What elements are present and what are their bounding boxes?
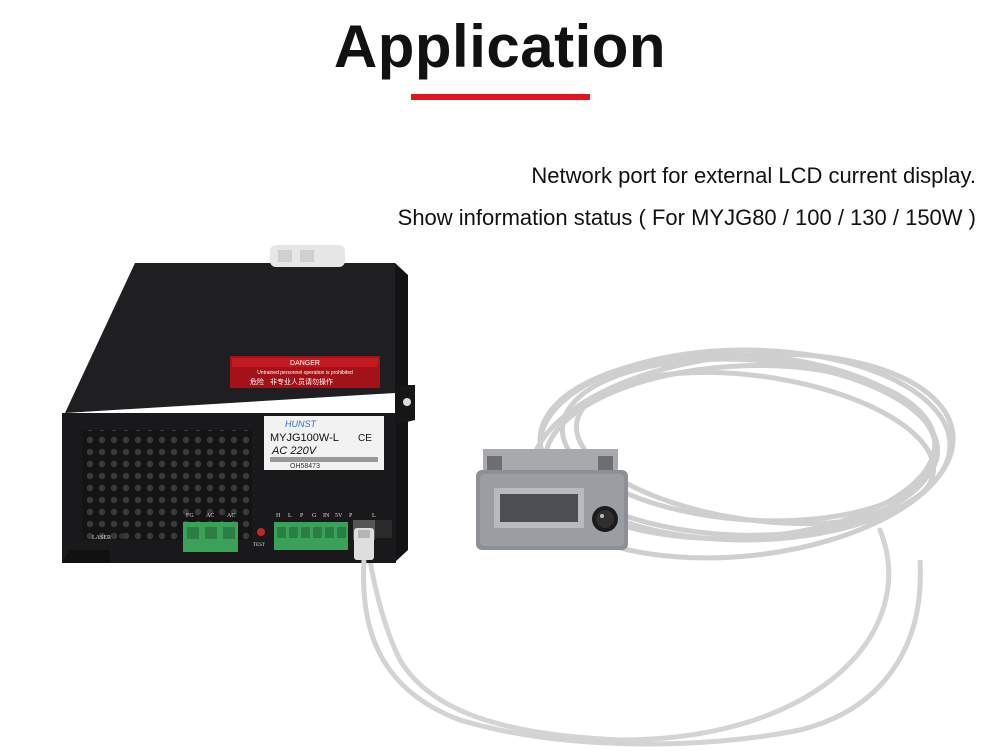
svg-text:危险: 危险 [250, 377, 264, 386]
svg-text:P: P [300, 513, 304, 519]
svg-text:Untrained personnel operation: Untrained personnel operation is prohibi… [257, 370, 353, 376]
danger-label: DANGER Untrained personnel operation is … [230, 356, 380, 388]
model-label: HUNST MYJG100W-L CE AC 220V OH58473 [264, 416, 384, 470]
svg-text:CE: CE [358, 433, 372, 444]
cable-coil [367, 347, 956, 743]
svg-text:G: G [312, 513, 317, 519]
test-button[interactable] [257, 528, 265, 536]
svg-text:H: H [276, 513, 281, 519]
svg-text:HUNST: HUNST [285, 419, 318, 429]
laser-label: LASER [92, 535, 111, 541]
description-line-1: Network port for external LCD current di… [531, 163, 976, 188]
power-supply: DANGER Untrained personnel operation is … [62, 245, 415, 563]
test-label: TEST [253, 543, 265, 548]
svg-text:MYJG100W-L: MYJG100W-L [270, 432, 339, 444]
svg-text:5V: 5V [335, 513, 343, 519]
terminal-block-right: H L P G IN 5V P L [274, 513, 376, 550]
svg-text:P: P [349, 513, 353, 519]
svg-text:IN: IN [323, 513, 330, 519]
svg-text:AC: AC [227, 513, 235, 519]
svg-text:DANGER: DANGER [290, 360, 320, 367]
svg-text:L: L [372, 513, 376, 519]
svg-text:L: L [288, 513, 292, 519]
svg-text:AC 220V: AC 220V [271, 445, 318, 457]
description-line-2: Show information status ( For MYJG80 / 1… [397, 205, 976, 230]
lcd-display-unit [476, 449, 628, 550]
title-underline [411, 94, 590, 100]
lcd-screen [500, 494, 578, 522]
svg-text:非专业人员请勿操作: 非专业人员请勿操作 [270, 377, 333, 386]
svg-text:OH58473: OH58473 [290, 463, 320, 470]
svg-text:AC: AC [206, 513, 214, 519]
network-cable [354, 528, 923, 747]
product-photo: DANGER Untrained personnel operation is … [62, 245, 956, 747]
page-title: Application [333, 13, 667, 80]
terminal-block-left: FG AC AC [183, 513, 238, 552]
svg-text:FG: FG [186, 513, 194, 519]
